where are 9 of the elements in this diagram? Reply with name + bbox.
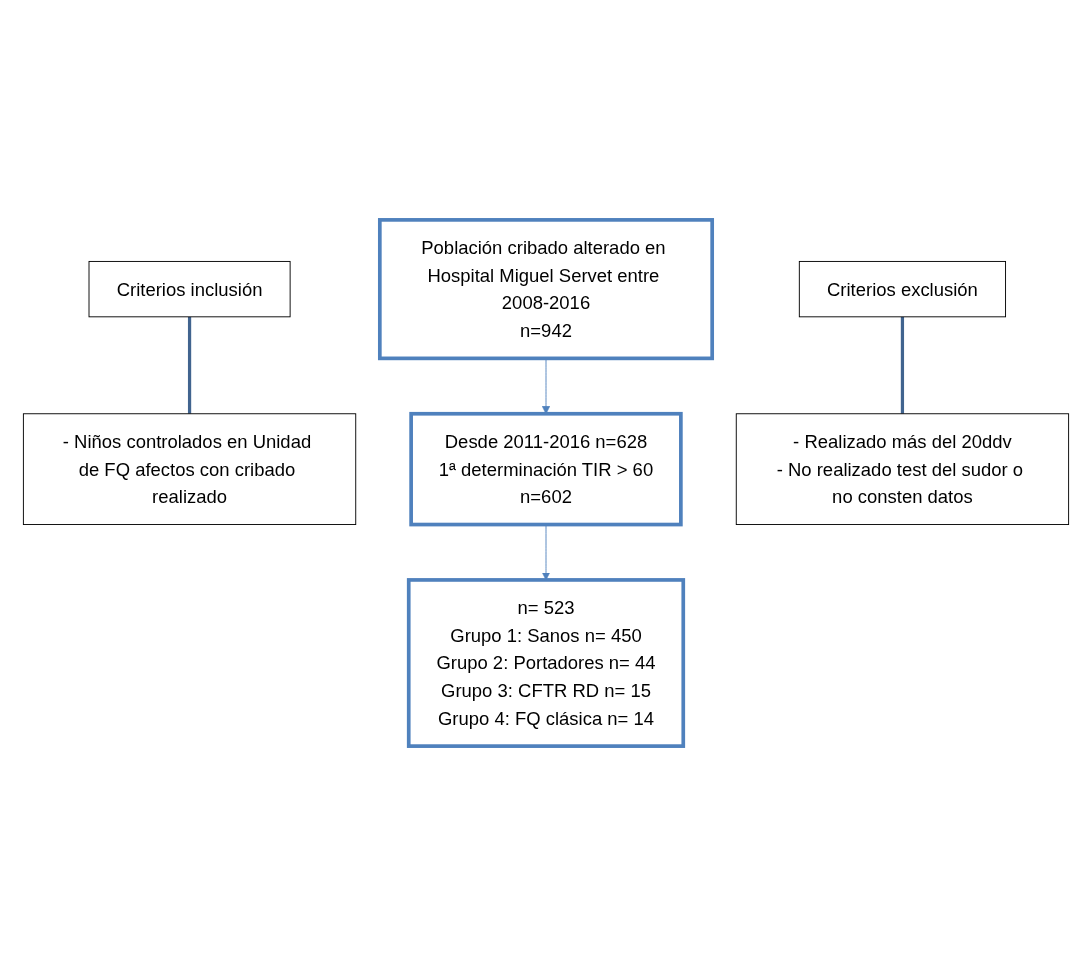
node-box: Población cribado alterado en Hospital Miguel Servet entre 2008-2016 n=942 xyxy=(377,217,715,360)
node-box: Desde 2011-2016 n=628 1ª determinación TIR > 60 n=602 xyxy=(409,411,683,526)
node-box: Criterios exclusión xyxy=(798,260,1006,317)
node-box: n= 523 Grupo 1: Sanos n= 450 Grupo 2: Portadores n= 44 Grupo 3: CFTR RD n= 15 Grupo 4: FQ clásica n= 14 xyxy=(406,577,686,748)
node-box: Criterios inclusión xyxy=(88,260,291,317)
node-box: - Realizado más del 20ddv - No realizado test del sudor o no consten datos xyxy=(735,412,1070,525)
node-box: - Niños controlados en Unidad de FQ afectos con cribado realizado xyxy=(22,412,357,525)
connector xyxy=(187,316,192,414)
connector xyxy=(900,316,905,414)
